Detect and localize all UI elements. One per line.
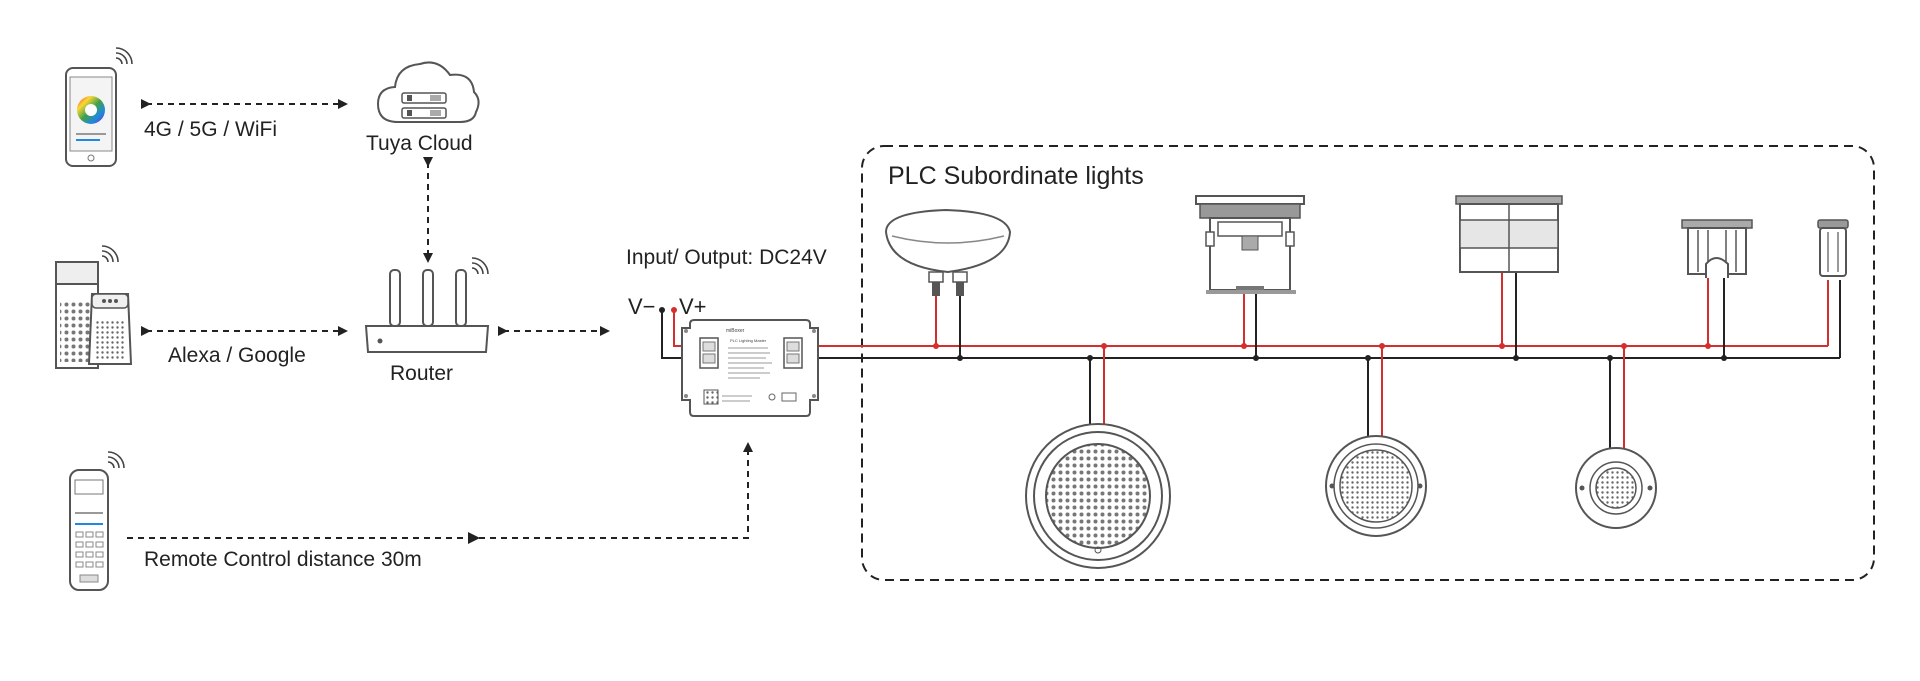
positive-line (673, 312, 1828, 347)
smartphone-icon (65, 67, 117, 167)
square-wall-light (1455, 195, 1563, 273)
par56-pool-light (884, 208, 1012, 296)
step-light (1195, 195, 1305, 294)
smart-speaker-icon (55, 261, 133, 369)
vminus-label: V− (628, 294, 656, 319)
wifi-signal-icon (115, 47, 133, 65)
negative-line (661, 312, 1840, 359)
small-round-pool-light (1575, 447, 1657, 529)
wifi-signal-icon (107, 451, 125, 469)
large-round-pool-light (1025, 423, 1171, 569)
vplus-label: V+ (679, 294, 707, 319)
subordinate-lights-group (861, 145, 1875, 581)
module-title: PLC Lighting Master (730, 338, 767, 343)
junction-dots (933, 343, 1727, 361)
plc-controller-module: miBoxer PLC Lighting Master (681, 319, 819, 417)
router-label: Router (390, 362, 454, 385)
wifi-signal-icon (471, 257, 489, 275)
medium-round-pool-light (1325, 435, 1427, 537)
group-title: PLC Subordinate lights (888, 162, 1144, 190)
remote-module-arrow (127, 442, 753, 539)
inground-light (1681, 219, 1753, 278)
cloud-label: Tuya Cloud (366, 132, 473, 155)
mini-cylinder-light (1817, 219, 1849, 277)
router-icon (364, 269, 490, 353)
cloud-icon (376, 61, 480, 123)
remote-control-icon (69, 469, 109, 591)
voice-label: Alexa / Google (168, 344, 306, 367)
light-connections (935, 272, 1841, 448)
remote-label: Remote Control distance 30m (144, 548, 422, 571)
network-label: 4G / 5G / WiFi (144, 118, 278, 141)
remote-arrow-mid (468, 532, 480, 544)
wifi-signal-icon (101, 245, 119, 263)
connection-arrows (127, 99, 753, 539)
power-bus (659, 307, 1840, 359)
module-brand: miBoxer (726, 328, 745, 334)
io-label: Input/ Output: DC24V (626, 246, 827, 269)
